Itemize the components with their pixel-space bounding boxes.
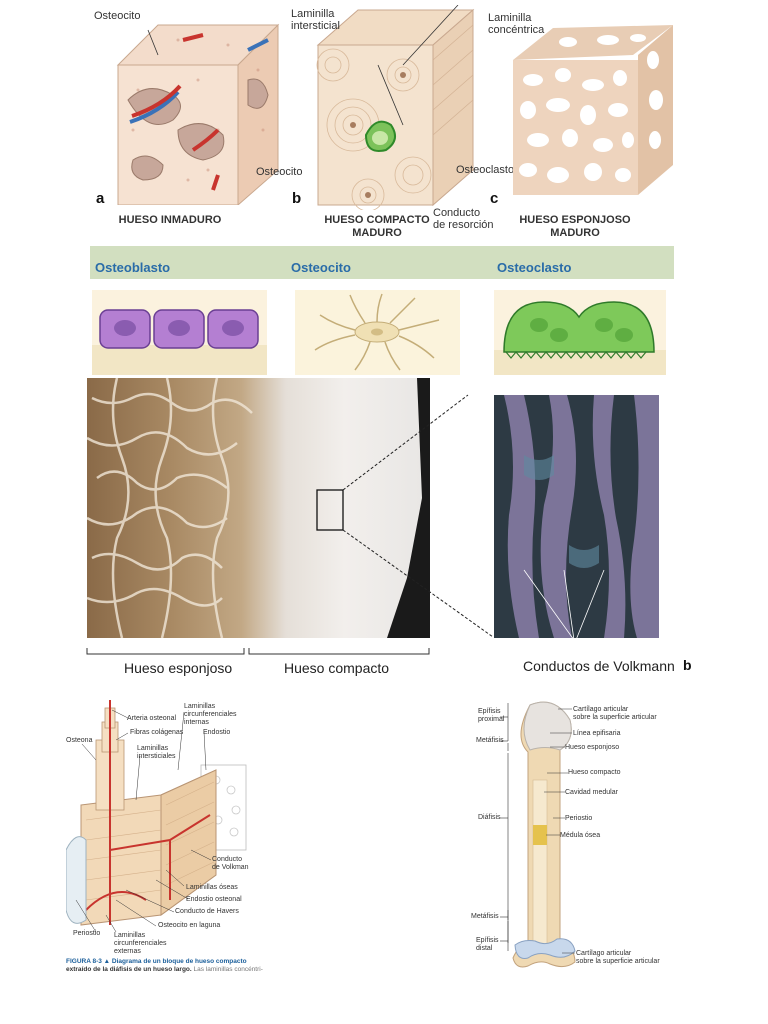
label-linea-epifisaria: Línea epifisaria xyxy=(573,730,621,737)
label-fibras-colagenas: Fibras colágenas xyxy=(130,729,184,736)
label-osteocito-laguna: Osteocito en laguna xyxy=(158,922,221,929)
caption-hueso-compacto: HUESO COMPACTO MADURO xyxy=(324,214,430,239)
label-laminillas-oseas: Laminillas óseas xyxy=(186,884,238,891)
label-cartilago-articular-top: Cartílago articular sobre la superficie … xyxy=(573,706,657,721)
label-laminilla-concentrica: Laminilla concéntrica xyxy=(488,12,545,36)
label-conducto-havers: Conducto de Havers xyxy=(175,908,239,915)
label-laminilla-intersticial: Laminilla intersticial xyxy=(291,8,340,32)
label-hueso-compacto-photo: Hueso compacto xyxy=(284,660,390,676)
label-diafisis: Diáfisis xyxy=(478,814,501,821)
label-conducto-resorcion: Conducto de resorción xyxy=(433,207,494,231)
label-osteoclasto-b: Osteoclasto xyxy=(456,164,515,176)
label-arteria-osteonal: Arteria osteonal xyxy=(127,715,177,722)
label-endostio-osteonal: Endostio osteonal xyxy=(186,896,242,903)
label-periostio-block: Periostio xyxy=(73,930,101,937)
immature-bone-illustration xyxy=(116,23,280,205)
compact-bone-block-diagram xyxy=(66,700,247,933)
label-hueso-esponjoso-photo: Hueso esponjoso xyxy=(124,660,233,676)
title-osteocito: Osteocito xyxy=(291,260,351,275)
bone-types-panel: Osteocito a HUESO INMADURO Laminilla int… xyxy=(90,0,680,245)
label-hueso-compacto-bone: Hueso compacto xyxy=(568,769,621,776)
title-osteoblasto: Osteoblasto xyxy=(95,260,171,275)
figure-caption-line1: FIGURA 8-3 ▲ Diagrama de un bloque de hu… xyxy=(66,958,247,965)
osteoclast-illustration xyxy=(494,290,666,375)
label-metafisis-top: Metáfisis xyxy=(476,737,504,744)
label-periostio-bone: Periostio xyxy=(565,815,593,822)
photo-letter-b: b xyxy=(683,657,692,673)
label-medula-osea: Médula ósea xyxy=(560,832,601,839)
label-laminillas-circ-externas: Laminillas circunferenciales externas xyxy=(114,932,167,955)
figure-caption: FIGURA 8-3 ▲ Diagrama de un bloque de hu… xyxy=(66,958,266,974)
spongy-bone-illustration xyxy=(513,25,673,195)
long-bone-diagram xyxy=(500,701,576,968)
label-metafisis-bottom: Metáfisis xyxy=(471,913,499,920)
label-conductos-volkmann: Conductos de Volkmann xyxy=(523,658,675,674)
label-osteocito-b: Osteocito xyxy=(256,166,303,178)
panel-letter-c: c xyxy=(490,190,499,207)
label-osteona: Osteona xyxy=(66,737,93,744)
osteoblast-illustration xyxy=(92,290,267,375)
figure-caption-tail: Las laminillas concéntri- xyxy=(193,966,263,973)
label-cavidad-medular: Cavidad medular xyxy=(565,789,618,796)
label-endostio: Endostio xyxy=(203,729,231,736)
label-cartilago-articular-bottom: Cartílago articular sobre la superficie … xyxy=(576,950,660,965)
label-laminillas-circ-internas: Laminillas circunferenciales internas xyxy=(184,703,237,726)
panel-letter-a: a xyxy=(96,190,105,207)
label-epifisis-proximal: Epífisis proximal xyxy=(478,708,505,723)
label-conducto-volkman: Conducto de Volkman xyxy=(212,856,249,871)
caption-hueso-inmaduro: HUESO INMADURO xyxy=(118,214,222,226)
panel-letter-b: b xyxy=(292,190,302,207)
compact-bone-illustration xyxy=(316,5,475,210)
figure-caption-line2: extraído de la diáfisis de un hueso larg… xyxy=(66,966,192,973)
title-osteoclasto: Osteoclasto xyxy=(497,260,572,275)
sem-photo xyxy=(494,395,659,638)
caption-hueso-esponjoso: HUESO ESPONJOSO MADURO xyxy=(519,214,631,239)
label-laminillas-intersticiales: Laminillas intersticiales xyxy=(137,745,176,760)
bone-photo xyxy=(87,378,430,638)
osteocyte-illustration xyxy=(295,290,460,375)
label-epifisis-distal: Epífisis distal xyxy=(476,937,499,952)
label-hueso-esponjoso-bone: Hueso esponjoso xyxy=(565,744,620,751)
label-osteocito-a: Osteocito xyxy=(94,10,141,22)
cells-title-band xyxy=(90,246,674,279)
